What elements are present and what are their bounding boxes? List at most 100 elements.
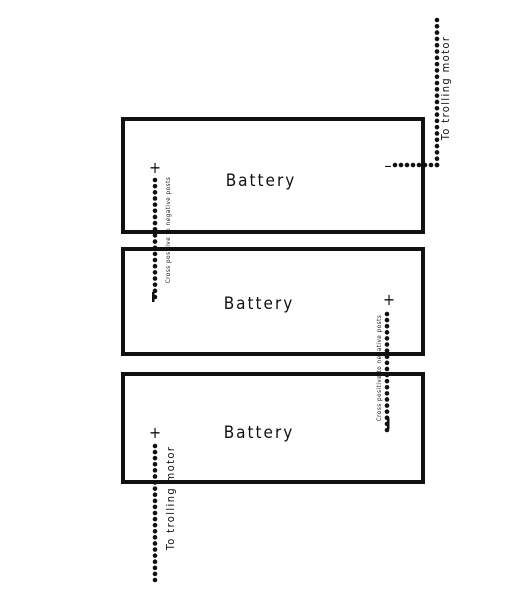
- wire-dot: [434, 24, 440, 29]
- wire-dot: [404, 162, 410, 168]
- wire-dot: [434, 36, 440, 42]
- wire-dot: [384, 317, 390, 323]
- wire-to-motor-top: [434, 17, 440, 168]
- wire-dot: [384, 336, 390, 341]
- cross-posts-label-upper: Cross positive to negative posts: [165, 177, 172, 284]
- wire-dot: [434, 87, 440, 92]
- wire-dot: [152, 251, 158, 257]
- wire-dot: [434, 93, 440, 98]
- wire-battery-1-negative: [392, 162, 440, 168]
- wire-dot: [434, 143, 440, 149]
- wire-dot: [152, 214, 158, 220]
- wire-dot: [152, 535, 158, 540]
- wire-dot: [384, 378, 390, 384]
- wire-dot: [384, 323, 390, 329]
- wire-dot: [384, 354, 390, 360]
- wire-dot: [384, 366, 390, 372]
- battery-3-label: Battery: [224, 423, 295, 443]
- wire-dot: [434, 99, 440, 105]
- wire-dot: [434, 68, 440, 73]
- wire-dot: [152, 461, 158, 467]
- wire-dot: [152, 449, 158, 455]
- wire-dot: [152, 510, 158, 516]
- wire-dot: [434, 61, 440, 67]
- wire-dot: [152, 565, 158, 571]
- wire-dot: [152, 183, 158, 189]
- wire-dot: [434, 42, 440, 48]
- battery-1-box: [121, 117, 425, 234]
- wire-dot: [152, 498, 158, 504]
- battery-2-box: [121, 247, 425, 356]
- wire-dot: [384, 409, 390, 414]
- wire-dot: [152, 257, 158, 263]
- wire-dot: [152, 553, 158, 558]
- battery-2-label: Battery: [224, 294, 295, 314]
- wire-dot: [152, 528, 158, 534]
- wire-dot: [152, 504, 158, 510]
- wire-dot: [410, 162, 416, 168]
- wire-cross-lower: [384, 311, 390, 433]
- to-trolling-motor-bottom-label: To trolling motor: [164, 446, 177, 552]
- wire-dot: [384, 342, 390, 347]
- wire-dot: [152, 288, 158, 294]
- wire-dot: [152, 226, 158, 232]
- wire-dot: [152, 571, 158, 577]
- battery-2-plus-terminal: +: [383, 290, 395, 309]
- wire-dot: [434, 156, 440, 161]
- wire-dot: [384, 397, 390, 402]
- wire-dot: [434, 55, 440, 61]
- wire-dot: [152, 239, 158, 244]
- wire-dot: [152, 233, 158, 238]
- wire-dot: [384, 360, 390, 366]
- wire-dot: [152, 474, 158, 479]
- wire-dot: [152, 282, 158, 287]
- wire-dot: [392, 162, 398, 168]
- wire-dot: [152, 196, 158, 201]
- wire-dot: [152, 522, 158, 528]
- battery-1-plus-terminal: +: [149, 158, 161, 177]
- wire-dot: [422, 162, 428, 168]
- wire-dot: [434, 112, 440, 117]
- wire-dot: [384, 415, 390, 421]
- wire-dot: [152, 276, 158, 281]
- wire-dot: [434, 105, 440, 111]
- wire-dot: [428, 162, 434, 168]
- wire-dot: [384, 391, 390, 396]
- wire-dot: [434, 118, 440, 124]
- wire-dot: [398, 162, 404, 168]
- wire-dot: [434, 150, 440, 155]
- battery-3-box: [121, 372, 425, 484]
- wire-dot: [152, 263, 158, 269]
- wire-dot: [152, 208, 158, 214]
- wire-dot: [434, 162, 440, 168]
- wire-dot: [152, 202, 158, 207]
- wire-dot: [384, 330, 390, 335]
- battery-1-label: Battery: [226, 171, 297, 191]
- wire-dot: [152, 443, 158, 449]
- wire-dot: [152, 577, 158, 583]
- wire-dot: [434, 30, 440, 35]
- wire-dot: [152, 220, 158, 226]
- wire-dot: [152, 516, 158, 522]
- wire-dot: [434, 74, 440, 80]
- dotted-wires: [152, 17, 440, 583]
- wire-dot: [152, 492, 158, 498]
- wire-dot: [152, 486, 158, 491]
- wire-dot: [152, 190, 158, 195]
- wire-dot: [384, 421, 390, 427]
- wire-dot: [152, 547, 158, 552]
- wire-dot: [434, 137, 440, 143]
- to-trolling-motor-top-label: To trolling motor: [439, 36, 452, 142]
- wire-to-motor-bottom: [152, 443, 158, 583]
- battery-3-plus-terminal: +: [149, 423, 161, 442]
- wire-dot: [152, 468, 158, 473]
- wire-dot: [152, 559, 158, 565]
- wire-dot: [152, 294, 158, 300]
- wire-dot: [152, 177, 158, 183]
- wire-dot: [384, 427, 390, 433]
- wire-dot: [384, 311, 390, 317]
- wire-dot: [384, 403, 390, 408]
- wire-dot: [434, 124, 440, 130]
